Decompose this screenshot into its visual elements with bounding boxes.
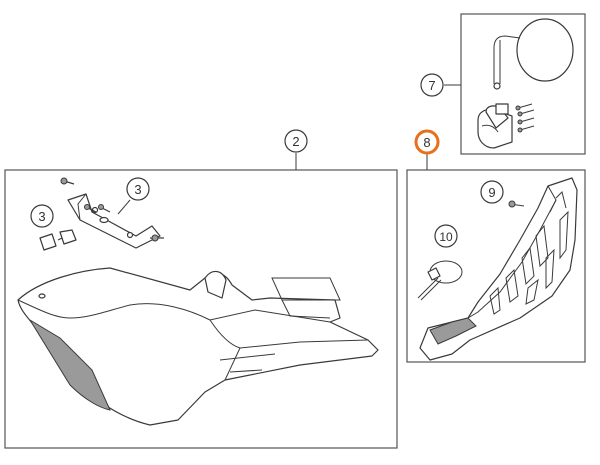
mirror[interactable] [493,18,574,90]
clamp-screws[interactable] [515,103,535,133]
callout-3b-label: 3 [38,209,45,224]
callout-9-label: 9 [488,185,495,200]
frame-protector-frame [406,169,586,363]
mirror-clamp[interactable] [477,103,513,149]
washer[interactable] [99,216,109,224]
mirror-frame [460,13,586,155]
mounting-bracket[interactable] [67,193,161,249]
bolt-3[interactable] [98,204,111,213]
callout-3a[interactable]: 3 [126,177,150,201]
callout-3a-label: 3 [134,182,141,197]
mirror-group: 7 [420,13,586,155]
skid-plate-frame [4,169,398,449]
callout-10-label: 10 [439,230,453,244]
callout-2[interactable]: 2 [284,129,308,153]
callout-7[interactable]: 7 [420,73,444,97]
callout-8-label: 8 [423,135,430,150]
callout-2-label: 2 [292,134,299,149]
frame-protector-group: 8 9 10 [406,129,586,363]
screw-9[interactable] [508,200,525,208]
bolt-4[interactable] [150,234,164,242]
callout-10[interactable]: 10 [434,224,458,248]
callout-7-label: 7 [428,78,435,93]
callout-8-ring [414,129,440,155]
bolt-1[interactable] [60,177,75,185]
callout-3b[interactable]: 3 [30,204,54,228]
callout-8-highlighted[interactable]: 8 [414,129,440,155]
skid-plate[interactable] [17,267,379,426]
skid-plate-group: 2 [4,129,398,449]
cable-tie[interactable] [417,260,463,301]
rubber-clip[interactable] [39,229,77,251]
callout-9[interactable]: 9 [480,180,504,204]
frame-protector[interactable] [419,177,578,361]
bolt-2[interactable] [84,204,97,213]
callout-3a-leader [117,199,131,215]
